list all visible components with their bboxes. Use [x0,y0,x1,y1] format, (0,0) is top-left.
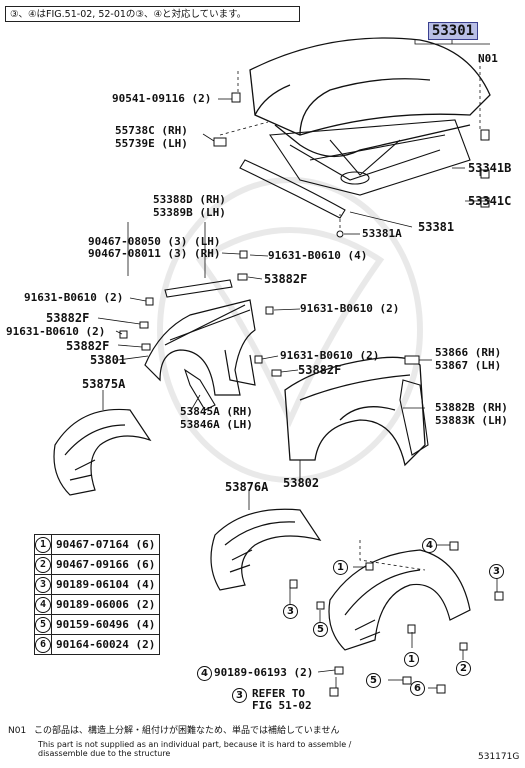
bolt-left2-label[interactable]: 91631-B0610 (2) [6,325,106,338]
marker-5-a: 5 [313,622,328,637]
legend-number-cell: 3 [34,574,52,595]
apron-label[interactable]: 53801 [90,353,127,367]
legend-number-cell: 2 [34,554,52,575]
legend-number-cell: 4 [34,594,52,615]
hood-lock-lh-label[interactable]: 55739E (LH) [115,137,188,150]
legend-part-number[interactable]: 90159-60496 (4) [50,614,161,635]
clip-f-left-label[interactable]: 53882F [46,311,90,325]
marker-4-top: 4 [422,538,437,553]
hood-lock-rh-label[interactable]: 55738C (RH) [115,124,188,137]
legend-part-number[interactable]: 90189-06104 (4) [50,574,161,595]
legend-number-cell: 5 [34,614,52,635]
marker-3-refer: 3 [232,688,247,703]
legend-part-number[interactable]: 90164-60024 (2) [50,634,161,655]
marker-1-a: 1 [333,560,348,575]
marker-2-b: 2 [456,661,471,676]
clip-f-left2-label[interactable]: 53882F [66,339,110,353]
insulator-label[interactable]: 53341B [468,161,512,175]
legend-number: 1 [35,536,51,553]
marker-4-bolt: 4 [197,666,212,681]
clip-f-mid-label[interactable]: 53882F [298,363,342,377]
stay-rh-label[interactable]: 53845A (RH) [180,405,253,418]
bolt-06193-label[interactable]: 90189-06193 (2) [214,666,314,679]
hood-shape [249,37,491,158]
legend-number-cell: 6 [34,634,52,655]
cushion-label[interactable]: 90541-09116 (2) [112,92,212,105]
seal-k-lh-label[interactable]: 53883K (LH) [435,414,508,427]
screw-rh-label[interactable]: 90467-08011 (3) (RH) [88,247,221,260]
liner-a-label[interactable]: 53875A [82,377,126,391]
footnote-english-1: This part is not supplied as an individu… [38,740,352,749]
bracket-strip [164,279,233,298]
bracket-53867-label[interactable]: 53867 (LH) [435,359,502,372]
hood-seal-strip [239,159,346,219]
stay-lh-label[interactable]: 53846A (LH) [180,418,253,431]
screw-lh-label[interactable]: 90467-08050 (3) (LH) [88,235,221,248]
clip-53341c-label[interactable]: 53341C [468,194,512,208]
header-note: ③、④はFIG.51-02, 52-01の③、④と対応しています。 [5,6,300,22]
legend-number: 2 [35,556,51,573]
leader-lines [97,40,498,689]
footnote-english-2: disassemble due to the structure [38,749,171,758]
refer-fig-link[interactable]: FIG 51-02 [252,699,312,712]
note-code-n01: N01 [478,52,498,65]
marker-3-b: 3 [489,564,504,579]
front-fender-shape [284,356,426,467]
bracket-rh-label[interactable]: 53388D (RH) [153,193,226,206]
seal-53381-label[interactable]: 53381 [418,220,455,234]
bolt-top-label[interactable]: 91631-B0610 (4) [268,249,368,262]
bolt-left-label[interactable]: 91631-B0610 (2) [24,291,124,304]
marker-3-a: 3 [283,604,298,619]
bolt-right-label[interactable]: 91631-B0610 (2) [300,302,400,315]
seal-b-rh-label[interactable]: 53882B (RH) [435,401,508,414]
footnote-code: N01 [8,726,27,736]
legend-number: 6 [35,636,51,653]
rear-liner [328,549,471,651]
liner-876a-label[interactable]: 53876A [225,480,269,494]
refer-to-label: REFER TO [252,687,305,700]
hood-inner-panel [269,119,471,196]
fender-apron-shape [144,299,256,396]
marker-5-b: 5 [366,673,381,688]
footnote-japanese: この部品は、構造上分解・組付けが困難なため、単品では補給していません [34,726,340,736]
fender-liner-a [53,408,152,496]
fender-side-seal [399,379,429,456]
legend-part-number[interactable]: 90467-09166 (6) [50,554,161,575]
legend-number-cell: 1 [34,534,52,555]
fender-liner-876a [210,508,322,591]
bolt-mid-label[interactable]: 91631-B0610 (2) [280,349,380,362]
fender-label[interactable]: 53802 [283,476,320,490]
marker-1-b: 1 [404,652,419,667]
legend-part-number[interactable]: 90467-07164 (6) [50,534,161,555]
hood-part-number[interactable]: 53301 [428,22,478,40]
legend-number: 4 [35,596,51,613]
legend-number: 3 [35,576,51,593]
legend-part-number[interactable]: 90189-06006 (2) [50,594,161,615]
legend-number: 5 [35,616,51,633]
marker-6-b: 6 [410,681,425,696]
seal-53381a-label[interactable]: 53381A [362,227,402,240]
fender-stay [183,368,216,411]
bracket-lh-label[interactable]: 53389B (LH) [153,206,226,219]
diagram-code: 531171G [478,752,520,762]
clip-f-top-label[interactable]: 53882F [264,272,308,286]
bracket-53866-label[interactable]: 53866 (RH) [435,346,502,359]
watermark [157,177,423,483]
